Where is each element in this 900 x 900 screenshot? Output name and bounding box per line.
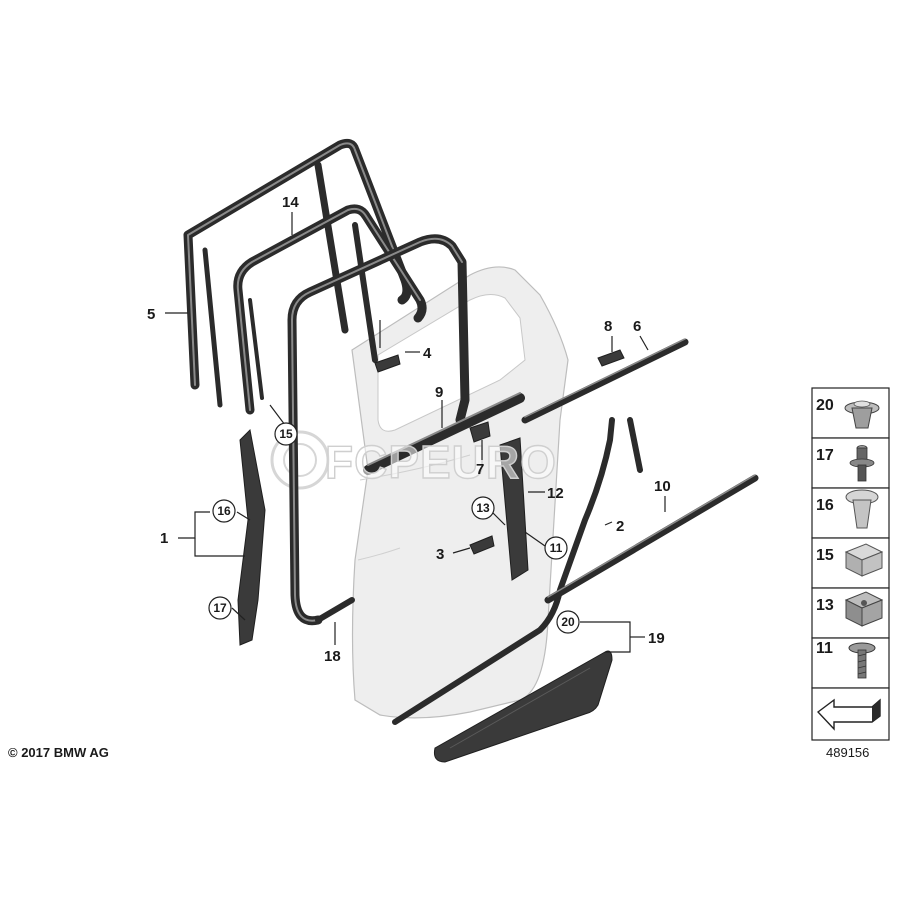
callout-10: 10 bbox=[654, 478, 671, 495]
callout-18: 18 bbox=[324, 648, 341, 665]
push-clip-icon bbox=[844, 400, 880, 429]
legend-number-13: 13 bbox=[816, 597, 834, 614]
circled-callout-16: 16 bbox=[212, 499, 236, 523]
callout-12: 12 bbox=[547, 485, 564, 502]
callout-4: 4 bbox=[423, 345, 432, 362]
circled-callout-13: 13 bbox=[471, 496, 495, 520]
svg-text:16: 16 bbox=[217, 504, 231, 518]
callout-5: 5 bbox=[147, 306, 155, 323]
svg-text:17: 17 bbox=[213, 601, 227, 615]
circled-callouts: 15 16 17 13 11 20 bbox=[208, 422, 580, 634]
callout-19: 19 bbox=[648, 630, 665, 647]
watermark-text: FCPEURO bbox=[325, 436, 557, 488]
legend-number-15: 15 bbox=[816, 547, 834, 564]
a-pillar-trim bbox=[237, 428, 266, 646]
legend-number-11: 11 bbox=[816, 640, 833, 657]
expansion-clip-icon bbox=[845, 489, 879, 529]
door-edge-seal bbox=[392, 417, 643, 725]
circled-callout-17: 17 bbox=[208, 596, 232, 620]
legend-cell bbox=[811, 387, 890, 439]
svg-text:11: 11 bbox=[550, 541, 563, 555]
copyright-notice: © 2017 BMW AG bbox=[8, 745, 109, 760]
belt-clip bbox=[597, 349, 625, 367]
diagram-number: 489156 bbox=[826, 745, 869, 760]
fcp-euro-watermark bbox=[270, 430, 330, 490]
callout-7: 7 bbox=[476, 461, 484, 478]
legend-number-20: 20 bbox=[816, 397, 834, 414]
leader-lines bbox=[165, 212, 666, 653]
callout-9: 9 bbox=[435, 384, 443, 401]
svg-text:13: 13 bbox=[476, 501, 490, 515]
door-panel bbox=[351, 266, 569, 719]
square-nut-icon bbox=[844, 543, 884, 577]
door-seal bbox=[287, 234, 470, 626]
callout-8: 8 bbox=[604, 318, 612, 335]
legend-number-17: 17 bbox=[816, 447, 834, 464]
circled-callout-11: 11 bbox=[544, 536, 568, 560]
rocker-seal bbox=[544, 474, 759, 604]
inner-belt-seal bbox=[363, 392, 525, 475]
callout-labels: 5 14 4 8 6 9 7 1 12 3 2 10 18 19 bbox=[147, 194, 671, 665]
callout-1: 1 bbox=[160, 530, 168, 547]
clip-7 bbox=[469, 421, 491, 443]
window-channel-seal bbox=[233, 204, 427, 415]
callout-6: 6 bbox=[633, 318, 641, 335]
svg-text:20: 20 bbox=[561, 615, 575, 629]
fastener-legend: 20 17 16 15 13 11 bbox=[811, 387, 890, 741]
outer-belt-seal bbox=[521, 338, 689, 424]
callout-3: 3 bbox=[436, 546, 444, 563]
clip-nut-icon bbox=[844, 591, 884, 627]
bracket-3 bbox=[469, 535, 495, 555]
b-pillar-trim bbox=[499, 437, 529, 581]
circled-callout-15: 15 bbox=[274, 422, 298, 446]
bracket-4 bbox=[374, 354, 401, 373]
circled-callout-20: 20 bbox=[556, 610, 580, 634]
callout-2: 2 bbox=[616, 518, 624, 535]
expanding-rivet-icon bbox=[849, 445, 875, 482]
arrow-pointer-icon bbox=[816, 698, 881, 731]
outer-frame-seal bbox=[183, 138, 412, 408]
callout-14: 14 bbox=[282, 194, 299, 211]
screw-icon bbox=[848, 642, 876, 679]
svg-text:15: 15 bbox=[279, 427, 293, 441]
legend-number-16: 16 bbox=[816, 497, 834, 514]
